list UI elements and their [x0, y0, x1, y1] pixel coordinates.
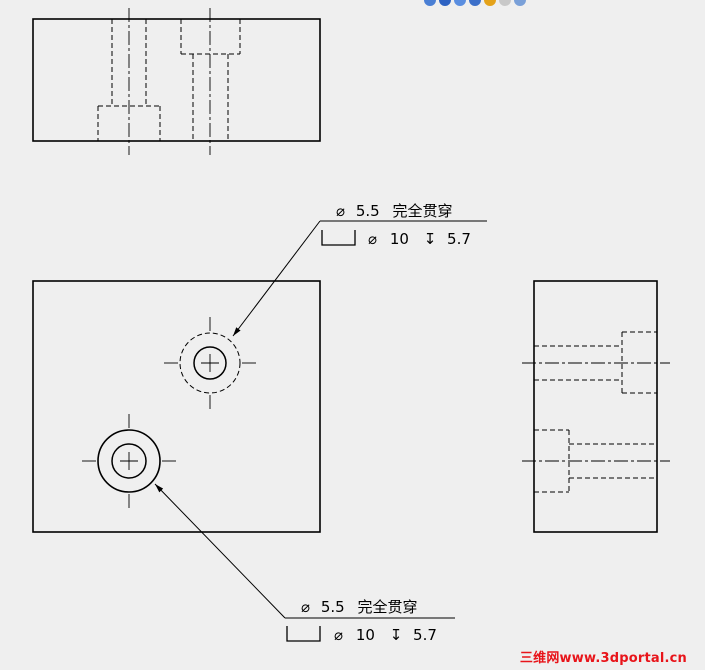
- upper-callout-diameter-value: 5.5: [356, 202, 380, 220]
- lower-hole: [82, 414, 176, 508]
- top-view-right-hole-hidden-lines: [180, 19, 241, 141]
- front-view: [32, 280, 321, 533]
- upper-callout-depth: 5.7: [447, 230, 471, 248]
- zoom-area-icon[interactable]: [439, 0, 451, 6]
- lower-callout-leader: [154, 483, 286, 619]
- upper-hole-through-circle: [193, 346, 227, 380]
- upper-callout-leader: [232, 220, 321, 337]
- top-view: [32, 8, 321, 155]
- display-style-icon[interactable]: [514, 0, 526, 6]
- upper-hole-counterbore-hidden-circle: [179, 332, 241, 394]
- lower-callout-cbore-diameter: 10: [356, 626, 375, 644]
- upper-callout-counterbore-symbol: [321, 230, 356, 246]
- pan-view-icon[interactable]: [484, 0, 496, 6]
- upper-hole-centermark: [164, 317, 256, 409]
- view-toolbar[interactable]: [424, 0, 526, 6]
- side-view: [522, 280, 670, 533]
- upper-callout-cbore-diameter-symbol: ⌀: [368, 230, 377, 248]
- front-view-outline: [32, 280, 321, 533]
- svg-text:⌀ 5.5 完全贯穿: ⌀ 5.5 完全贯穿: [336, 202, 452, 220]
- lower-callout-diameter-value: 5.5: [321, 598, 345, 616]
- side-view-upper-hole-hidden-lines: [534, 331, 657, 394]
- zoom-to-fit-icon[interactable]: [424, 0, 436, 6]
- view-orientation-icon[interactable]: [499, 0, 511, 6]
- svg-text:⌀ 5.5 完全贯穿: ⌀ 5.5 完全贯穿: [301, 598, 417, 616]
- svg-text:⌀ 10 ↧ 5.7: ⌀ 10 ↧ 5.7: [334, 626, 437, 644]
- upper-callout-through-note: 完全贯穿: [392, 202, 452, 220]
- upper-callout-depth-symbol: ↧: [424, 230, 437, 248]
- upper-callout-diameter-symbol: ⌀: [336, 202, 345, 220]
- lower-hole-centermark: [82, 414, 176, 508]
- lower-callout-diameter-symbol: ⌀: [301, 598, 310, 616]
- upper-callout-cbore-diameter: 10: [390, 230, 409, 248]
- svg-text:⌀ 10 ↧ 5.7: ⌀ 10 ↧ 5.7: [368, 230, 471, 248]
- side-view-lower-hole-hidden-lines: [534, 429, 657, 493]
- upper-hole-callout: ⌀ 5.5 完全贯穿 ⌀ 10 ↧ 5.7: [232, 202, 487, 337]
- lower-callout-depth: 5.7: [413, 626, 437, 644]
- lower-callout-through-note: 完全贯穿: [357, 598, 417, 616]
- lower-hole-callout: ⌀ 5.5 完全贯穿 ⌀ 10 ↧ 5.7: [154, 483, 455, 644]
- lower-callout-depth-symbol: ↧: [390, 626, 403, 644]
- top-view-left-hole-hidden-lines: [97, 19, 161, 141]
- top-view-outline: [32, 18, 321, 142]
- lower-callout-counterbore-symbol: [286, 626, 321, 642]
- rotate-view-icon[interactable]: [469, 0, 481, 6]
- lower-hole-through-circle: [111, 443, 147, 479]
- lower-callout-cbore-diameter-symbol: ⌀: [334, 626, 343, 644]
- lower-hole-counterbore-circle: [97, 429, 161, 493]
- upper-hole: [164, 317, 256, 409]
- watermark: 三维网www.3dportal.cn: [519, 651, 687, 666]
- previous-view-icon[interactable]: [454, 0, 466, 6]
- side-view-outline: [533, 280, 658, 533]
